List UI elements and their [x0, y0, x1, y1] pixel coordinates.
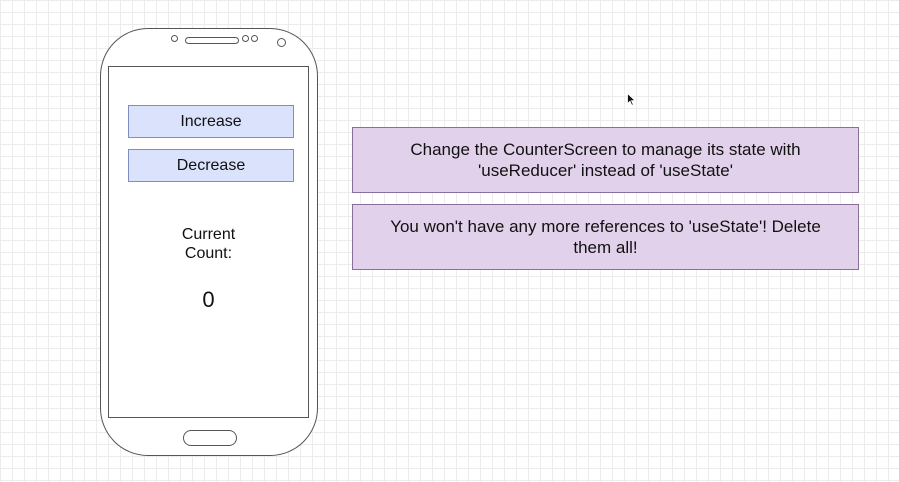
mouse-pointer-icon — [627, 93, 636, 106]
instruction-note-delete-usestate: You won't have any more references to 'u… — [352, 204, 859, 270]
current-count-label-line2: Count: — [184, 245, 233, 262]
front-camera-icon — [277, 38, 286, 47]
note-text-line: Change the CounterScreen to manage its s… — [410, 140, 801, 159]
increase-button-label: Increase — [180, 112, 242, 130]
home-button — [183, 430, 237, 446]
camera-dot-icon — [171, 35, 178, 42]
count-value: 0 — [202, 287, 215, 312]
sensor-dot-icon — [251, 35, 258, 42]
decrease-button-label: Decrease — [176, 156, 246, 174]
current-count-label: Current Count: — [109, 225, 308, 263]
increase-button[interactable]: Increase — [128, 105, 294, 138]
instruction-note-usereducer: Change the CounterScreen to manage its s… — [352, 127, 859, 193]
decrease-button[interactable]: Decrease — [128, 149, 294, 182]
speaker-grille — [185, 37, 239, 44]
note-text-line: You won't have any more references to 'u… — [390, 217, 821, 236]
note-text-line: 'useReducer' instead of 'useState' — [478, 161, 733, 180]
sensor-dot-icon — [242, 35, 249, 42]
note-text-line: them all! — [573, 238, 638, 257]
phone-screen: Increase Decrease Current Count: 0 — [108, 66, 309, 418]
phone-mockup: Increase Decrease Current Count: 0 — [100, 28, 318, 456]
current-count-label-line1: Current — [181, 226, 236, 243]
